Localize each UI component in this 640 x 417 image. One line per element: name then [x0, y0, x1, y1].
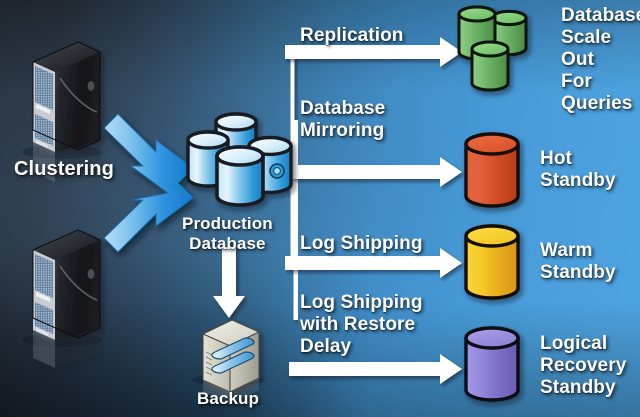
label-database-mirroring: Database Mirroring — [300, 98, 386, 142]
label-backup: Backup — [197, 389, 260, 408]
cluster-node-top[interactable] — [32, 41, 101, 182]
arrow-database-mirroring[interactable] — [290, 157, 462, 187]
label-log-shipping-delay: Log Shipping with Restore Delay — [300, 292, 423, 358]
database-scale-out-icon[interactable] — [457, 5, 528, 92]
arrow-log-shipping[interactable] — [285, 248, 462, 278]
label-clustering: Clustering — [14, 158, 114, 180]
arrow-replication[interactable] — [285, 37, 462, 67]
warm-standby-icon[interactable] — [464, 224, 520, 300]
logical-recovery-standby-icon[interactable] — [464, 326, 520, 402]
arrow-log-shipping-restore-delay[interactable] — [289, 354, 462, 384]
label-replication: Replication — [300, 25, 404, 46]
label-warm-standby: Warm Standby — [540, 240, 616, 284]
cluster-node-bottom[interactable] — [32, 229, 101, 368]
backup-server-icon[interactable] — [201, 319, 261, 417]
label-production-database: Production Database — [182, 214, 273, 253]
label-log-shipping: Log Shipping — [300, 233, 423, 254]
label-database-scale-out: Database Scale Out For Queries — [561, 5, 640, 115]
label-hot-standby: Hot Standby — [540, 148, 616, 192]
background-floor-shading — [0, 249, 640, 417]
label-logical-recovery: Logical Recovery Standby — [540, 333, 627, 399]
arrow-clustering-fork[interactable] — [103, 113, 194, 253]
arrow-backup[interactable] — [213, 247, 245, 318]
production-database-icon[interactable] — [186, 112, 293, 207]
hot-standby-icon[interactable] — [464, 132, 520, 208]
